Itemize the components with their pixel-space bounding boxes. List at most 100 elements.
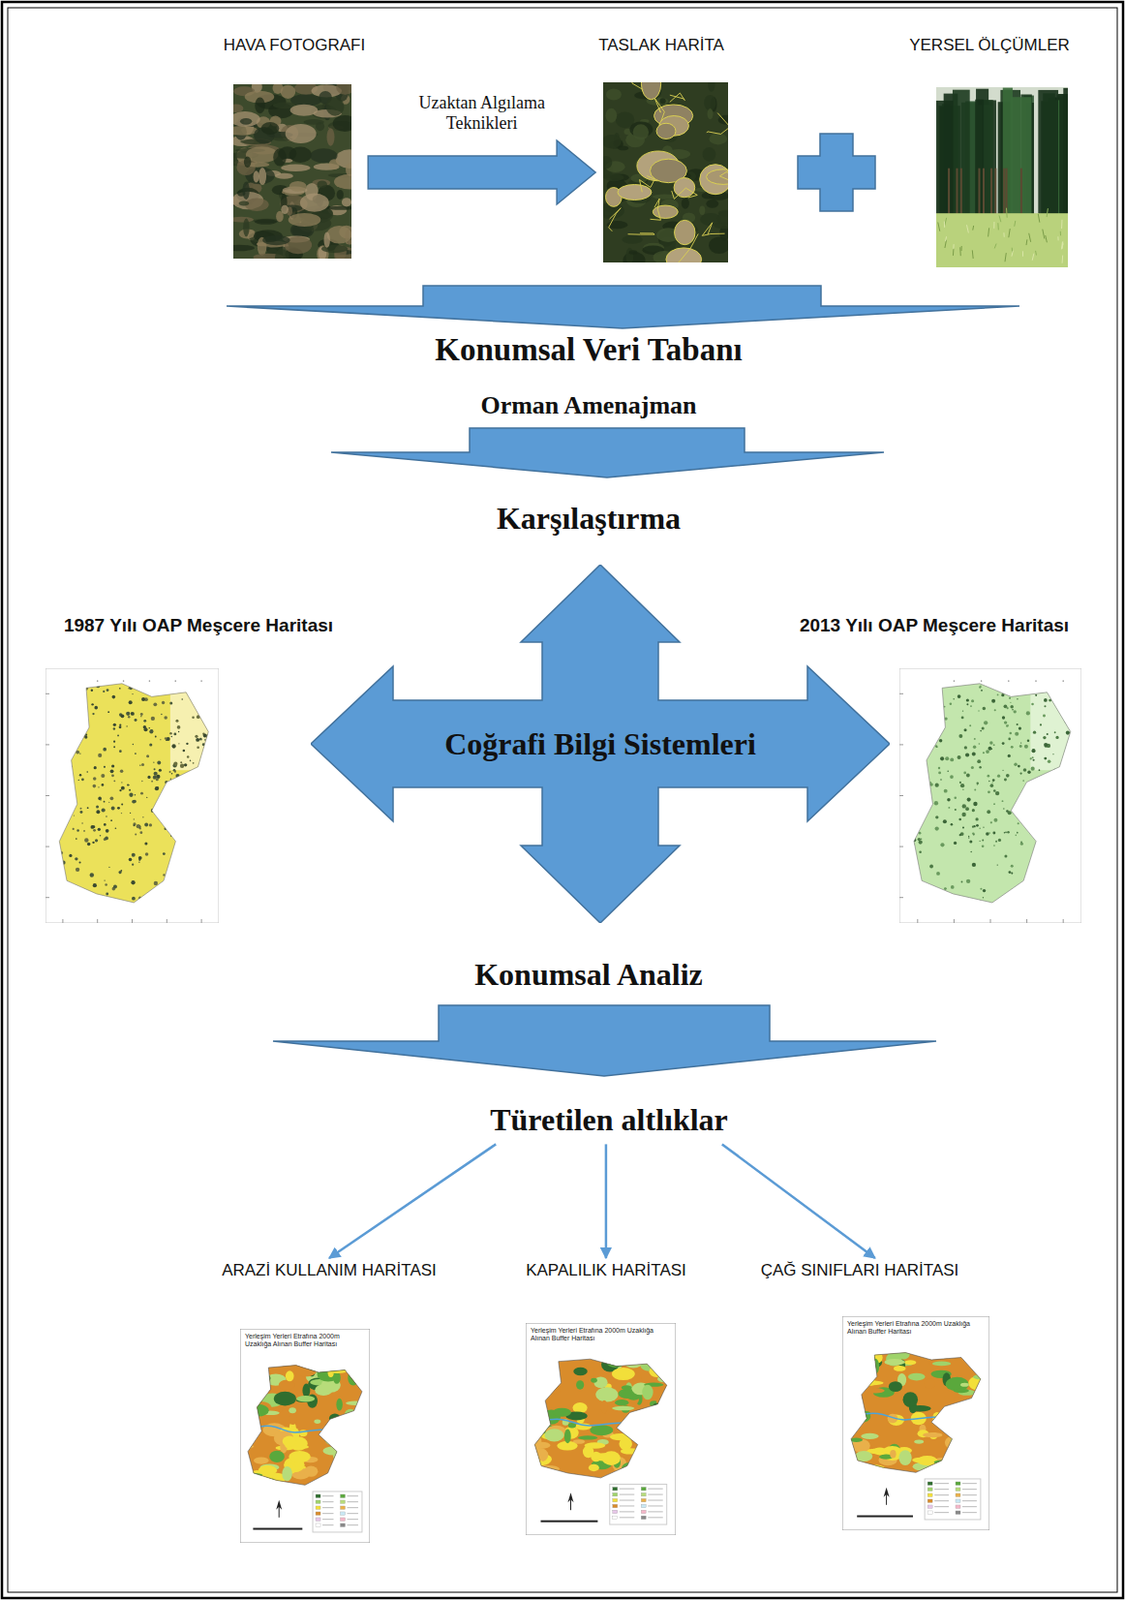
stand-map <box>113 884 118 889</box>
stand-map <box>1069 790 1071 792</box>
stand-map <box>983 720 988 725</box>
stand-map <box>149 679 152 682</box>
thematic-map <box>956 1406 975 1413</box>
stage-title: Konumsal Analiz <box>474 955 703 993</box>
stage-title: Coğrafi Bilgi Sistemleri <box>444 725 757 762</box>
stand-map <box>204 674 209 679</box>
thematic-map <box>647 1499 663 1501</box>
stand-map <box>81 696 84 699</box>
stand-map <box>953 918 955 923</box>
stand-map <box>1013 762 1017 766</box>
stand-map <box>1063 916 1066 920</box>
stand-map <box>128 857 133 862</box>
thematic-map <box>240 1409 249 1425</box>
stand-map <box>1007 754 1011 758</box>
stand-map <box>972 801 977 806</box>
thematic-map <box>254 1371 272 1383</box>
stand-map <box>950 884 955 889</box>
thematic-map <box>360 1480 370 1489</box>
stand-map <box>905 871 909 875</box>
thematic-map <box>955 1481 961 1486</box>
stand-map <box>926 793 929 796</box>
stand-map <box>149 729 153 733</box>
thematic-map <box>944 1434 967 1451</box>
stand-map <box>201 674 206 679</box>
stand-map <box>103 800 106 803</box>
thematic-map <box>962 1505 977 1507</box>
stand-map <box>973 921 975 923</box>
aerial-photo <box>258 167 267 185</box>
ground-photo <box>1057 236 1059 241</box>
stand-map <box>934 800 939 805</box>
stand-map <box>47 696 49 698</box>
stand-map <box>115 826 118 829</box>
stand-map <box>148 727 151 730</box>
stand-map <box>1037 676 1040 679</box>
stand-map <box>995 790 1000 795</box>
stand-map <box>1022 668 1027 671</box>
stand-map <box>1057 675 1061 679</box>
stand-map <box>909 771 913 775</box>
stand-map <box>988 679 993 684</box>
stand-map <box>1003 831 1005 833</box>
stand-map <box>175 719 179 723</box>
stand-map <box>1033 888 1036 891</box>
thematic-map <box>955 1492 961 1497</box>
stand-map <box>1033 788 1038 792</box>
stand-map <box>73 681 75 683</box>
map-panel: KAPALILIK HARİTASIYerleşim Yerleri Etraf… <box>522 1257 690 1538</box>
thematic-map <box>552 1407 572 1417</box>
draft-map <box>669 233 699 263</box>
stand-map <box>78 860 81 863</box>
thematic-map <box>614 1398 629 1406</box>
thematic-map <box>525 1382 536 1397</box>
aerial-photo <box>280 85 297 99</box>
stand-map <box>1077 766 1080 769</box>
stand-map <box>1044 774 1046 776</box>
stand-map <box>154 810 159 815</box>
stand-map <box>959 781 962 784</box>
stand-map <box>961 715 965 719</box>
aerial-photo <box>233 111 261 127</box>
stand-map <box>197 704 200 707</box>
stand-map <box>65 745 69 749</box>
stand-map <box>954 808 957 811</box>
thematic-map <box>927 1487 933 1491</box>
ground-photo <box>1004 252 1006 262</box>
thematic-map <box>296 1395 315 1402</box>
thematic-map <box>278 1506 280 1518</box>
stand-map <box>904 752 906 754</box>
thematic-map <box>240 1472 259 1484</box>
thematic-map <box>962 1482 977 1484</box>
stand-map <box>164 736 167 739</box>
thematic-map <box>315 1517 321 1521</box>
stand-map <box>208 897 211 900</box>
stand-map <box>74 895 76 897</box>
draft-map <box>681 197 690 209</box>
stand-map <box>155 668 158 671</box>
stand-map <box>1030 802 1034 807</box>
stand-map <box>978 685 981 688</box>
stand-map <box>163 715 168 720</box>
stand-map <box>994 708 997 711</box>
stand-map <box>989 740 993 744</box>
stand-map <box>917 688 920 691</box>
stand-map <box>83 829 86 832</box>
thematic-map <box>347 1523 359 1525</box>
stand-map <box>212 789 214 791</box>
stand-map <box>195 846 200 851</box>
stand-map <box>184 785 189 790</box>
stand-map <box>935 825 940 830</box>
stand-map <box>899 790 901 793</box>
stand-map <box>45 668 219 923</box>
stand-map <box>158 768 162 772</box>
stand-map <box>1062 675 1066 680</box>
stand-map <box>957 694 962 699</box>
stand-map <box>176 820 180 824</box>
stand-map <box>95 809 100 814</box>
thematic-map <box>640 1509 646 1514</box>
stand-map <box>972 831 974 834</box>
stand-map <box>178 668 183 672</box>
stand-map <box>915 911 919 914</box>
thematic-map <box>269 1450 285 1462</box>
